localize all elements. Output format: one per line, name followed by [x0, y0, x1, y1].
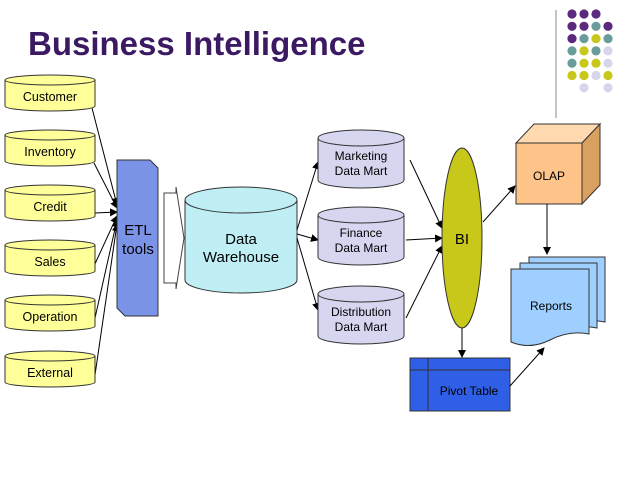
arrow-warehouse-distribution — [296, 237, 320, 311]
pivot-table: Pivot Table — [409, 357, 511, 412]
arrow-inventory-etl — [93, 162, 118, 209]
reports-stack: Reports — [510, 256, 606, 346]
decorative-dot — [603, 83, 613, 93]
source-label: Inventory — [24, 145, 76, 159]
decorative-dot — [579, 9, 589, 19]
arrow-warehouse-finance — [296, 233, 319, 242]
decorative-dot — [567, 70, 577, 81]
olap-cube: OLAP — [514, 122, 602, 206]
source-cylinder: Customer — [4, 74, 96, 112]
source-cylinder: Operation — [4, 294, 96, 332]
arrow-marketing-bi — [409, 159, 443, 229]
arrow-finance-bi — [405, 234, 443, 243]
decorative-dot — [579, 58, 589, 68]
etl-label-line2: tools — [122, 241, 154, 258]
etl-shape — [116, 159, 159, 317]
decorative-dot — [579, 46, 589, 56]
reports-label: Reports — [530, 299, 572, 313]
decorative-dot-grid — [567, 9, 613, 93]
arrow-distribution-bi — [405, 245, 443, 319]
data-mart-label-line1: Marketing — [335, 149, 388, 163]
decorative-dot — [567, 9, 577, 19]
source-to-etl-arrows — [91, 107, 120, 376]
source-cylinder: External — [4, 350, 96, 388]
decorative-dot — [567, 34, 577, 44]
decorative-dot — [591, 58, 601, 68]
source-label: Customer — [23, 90, 77, 104]
warehouse-label-line2: Warehouse — [203, 249, 279, 266]
decorative-dot — [591, 9, 601, 19]
source-cylinder: Inventory — [4, 129, 96, 167]
decorative-dot — [567, 21, 577, 31]
warehouse-to-mart-arrows — [296, 161, 320, 311]
page-title: Business Intelligence — [28, 25, 365, 62]
decorative-dot — [603, 58, 613, 68]
decorative-dot — [579, 83, 589, 93]
source-cylinder: Credit — [4, 184, 96, 222]
arrow-customer-etl — [91, 107, 120, 206]
data-mart-label-line1: Distribution — [331, 305, 391, 319]
decorative-dot — [603, 70, 613, 81]
decorative-dot — [603, 21, 613, 31]
data-mart-label-line1: Finance — [340, 226, 383, 240]
data-mart-label-line2: Data Mart — [335, 164, 388, 178]
arrow-bi-olap — [482, 185, 516, 223]
source-label: Sales — [34, 255, 65, 269]
olap-label: OLAP — [533, 169, 565, 183]
etl-tools-box: ETL tools — [116, 159, 159, 317]
decorative-dot — [567, 58, 577, 68]
bi-ellipse: BI — [441, 147, 483, 329]
source-label: Operation — [23, 310, 78, 324]
data-mart-label-line2: Data Mart — [335, 320, 388, 334]
etl-label-line1: ETL — [124, 222, 152, 239]
decorative-dot — [579, 70, 589, 81]
arrow-credit-etl — [94, 208, 118, 217]
arrow-sales-etl — [93, 215, 118, 267]
decorative-dot — [591, 21, 601, 31]
source-cylinders: CustomerInventoryCreditSalesOperationExt… — [4, 74, 96, 388]
arrow-operation-etl — [94, 219, 120, 319]
data-mart-label-line2: Data Mart — [335, 241, 388, 255]
arrow-external-etl — [94, 223, 120, 376]
bi-label: BI — [455, 231, 469, 248]
decorative-dot — [603, 46, 613, 56]
mart-to-bi-arrows — [405, 159, 443, 319]
decorative-dot — [591, 46, 601, 56]
decorative-dot — [567, 46, 577, 56]
arrow-pivot-reports — [509, 347, 545, 387]
pivot-table-label: Pivot Table — [440, 384, 499, 398]
data-warehouse-cylinder: Data Warehouse — [184, 186, 298, 294]
decorative-dot — [603, 34, 613, 44]
source-label: Credit — [33, 200, 67, 214]
source-label: External — [27, 366, 73, 380]
decorative-dot — [579, 21, 589, 31]
decorative-dot — [591, 70, 601, 81]
decorative-dot — [579, 34, 589, 44]
etl-to-warehouse-arrow — [163, 186, 185, 290]
source-cylinder: Sales — [4, 239, 96, 277]
warehouse-label-line1: Data — [225, 231, 257, 248]
decorative-dot — [591, 34, 601, 44]
arrow-warehouse-marketing — [296, 161, 320, 231]
